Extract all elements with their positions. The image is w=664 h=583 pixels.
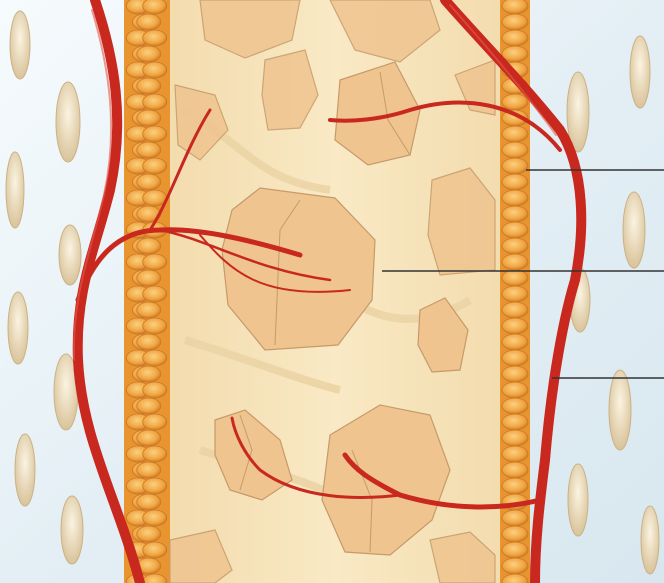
- osteoblast-cell: [502, 542, 528, 558]
- osteoblast-cell: [143, 94, 167, 110]
- osteoblast-cell: [502, 190, 528, 206]
- osteoblast-cell: [502, 430, 528, 446]
- osteoblast-cell: [502, 334, 528, 350]
- osteoblast-cell: [502, 382, 528, 398]
- osteoblast-cell: [502, 158, 528, 174]
- osteoblast-cell: [502, 270, 528, 286]
- osteoblast-cell: [143, 382, 167, 398]
- osteoblast-cell: [502, 478, 528, 494]
- osteoblast-cell: [502, 446, 528, 462]
- osteoblast-cell: [137, 270, 161, 286]
- osteoblast-cell: [502, 366, 528, 382]
- osteoblast-cell: [502, 94, 528, 110]
- osteoblast-cell: [137, 494, 161, 510]
- osteoblast-cell: [137, 78, 161, 94]
- osteoblast-cell: [502, 302, 528, 318]
- osteoblast-cell: [143, 286, 167, 302]
- osteoblast-cell: [502, 286, 528, 302]
- osteoblast-cell: [502, 46, 528, 62]
- osteoblast-cell: [502, 222, 528, 238]
- osteoblast-cell: [502, 510, 528, 526]
- osteoblast-cell: [143, 0, 167, 14]
- osteoblast-cell: [502, 126, 528, 142]
- osteoblast-cell: [143, 510, 167, 526]
- osteoblast-cell: [137, 398, 161, 414]
- osteoblast-cell: [502, 0, 528, 14]
- osteoblast-cell: [502, 254, 528, 270]
- osteoblast-cell: [502, 142, 528, 158]
- osteoblast-cell: [502, 318, 528, 334]
- osteoblast-cell: [137, 174, 161, 190]
- osteoblast-cell: [502, 462, 528, 478]
- osteoblast-cell: [137, 366, 161, 382]
- osteoblast-cell: [502, 398, 528, 414]
- osteoblast-cell: [502, 14, 528, 30]
- osteoblast-cell: [137, 334, 161, 350]
- osteoblast-cell: [502, 238, 528, 254]
- osteoblast-cell: [502, 558, 528, 574]
- osteoblast-cell: [137, 526, 161, 542]
- osteoblast-cell: [143, 62, 167, 78]
- osteoblast-cell: [143, 126, 167, 142]
- osteoblast-cell: [502, 350, 528, 366]
- osteoblast-cell: [143, 318, 167, 334]
- osteoblast-cell: [143, 542, 167, 558]
- osteoblast-cell: [143, 414, 167, 430]
- osteoblast-cell: [137, 110, 161, 126]
- osteoblast-cell: [137, 142, 161, 158]
- osteoblast-cell: [502, 414, 528, 430]
- osteoblast-cell: [502, 30, 528, 46]
- osteoblast-cell: [137, 14, 161, 30]
- osteoblast-cell: [143, 478, 167, 494]
- osteoblast-cell: [502, 206, 528, 222]
- osteoblast-cell: [143, 254, 167, 270]
- osteoblast-cell: [143, 446, 167, 462]
- osteoblast-cell: [143, 350, 167, 366]
- osteoblast-cell: [137, 238, 161, 254]
- osteoblast-cell: [502, 174, 528, 190]
- osteoblast-cell: [502, 526, 528, 542]
- osteoblast-cell: [137, 46, 161, 62]
- osteoblast-cell: [143, 30, 167, 46]
- osteoblast-cell: [137, 430, 161, 446]
- osteoblast-cell: [137, 462, 161, 478]
- osteoblast-cell: [137, 302, 161, 318]
- osteoblast-cell: [143, 158, 167, 174]
